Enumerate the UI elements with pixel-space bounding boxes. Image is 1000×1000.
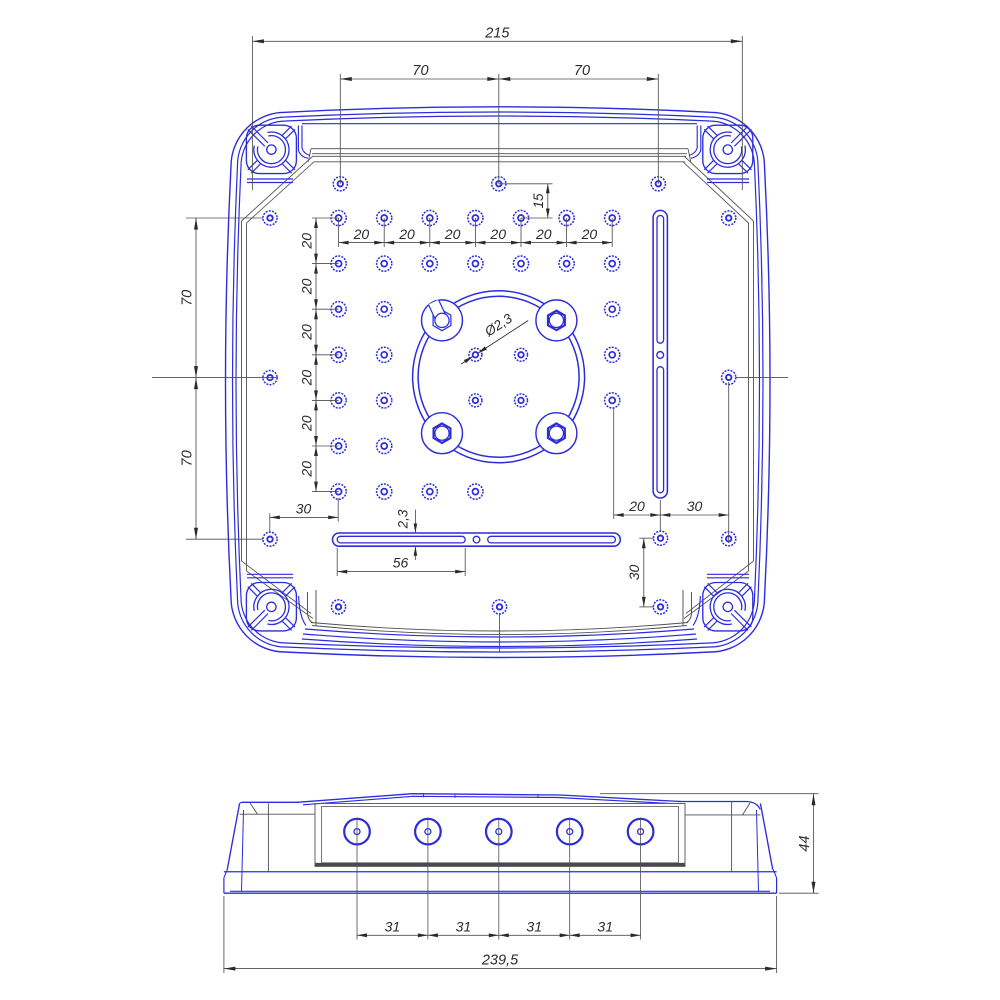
svg-text:56: 56 <box>393 555 409 571</box>
svg-text:20: 20 <box>353 226 370 242</box>
svg-text:31: 31 <box>456 918 472 934</box>
svg-text:20: 20 <box>299 324 315 341</box>
svg-text:30: 30 <box>296 501 312 517</box>
svg-text:70: 70 <box>574 63 590 79</box>
svg-text:20: 20 <box>299 278 315 295</box>
svg-text:15: 15 <box>531 193 546 209</box>
svg-text:70: 70 <box>180 290 196 306</box>
svg-text:30: 30 <box>687 498 703 514</box>
svg-text:20: 20 <box>299 370 315 387</box>
svg-text:70: 70 <box>180 450 196 466</box>
svg-text:239,5: 239,5 <box>481 953 519 969</box>
svg-text:31: 31 <box>526 918 542 934</box>
svg-text:31: 31 <box>385 918 401 934</box>
svg-text:20: 20 <box>299 415 315 432</box>
svg-text:30: 30 <box>626 565 642 581</box>
svg-text:20: 20 <box>489 226 506 242</box>
svg-text:20: 20 <box>299 461 315 478</box>
svg-text:20: 20 <box>299 233 315 250</box>
svg-text:20: 20 <box>535 226 552 242</box>
svg-text:215: 215 <box>484 26 510 42</box>
svg-text:20: 20 <box>444 226 461 242</box>
svg-text:20: 20 <box>628 498 645 514</box>
svg-text:2,3: 2,3 <box>396 509 411 529</box>
svg-text:44: 44 <box>797 835 813 851</box>
svg-text:20: 20 <box>398 226 415 242</box>
svg-text:70: 70 <box>412 63 428 79</box>
svg-text:31: 31 <box>597 918 613 934</box>
svg-text:20: 20 <box>581 226 598 242</box>
